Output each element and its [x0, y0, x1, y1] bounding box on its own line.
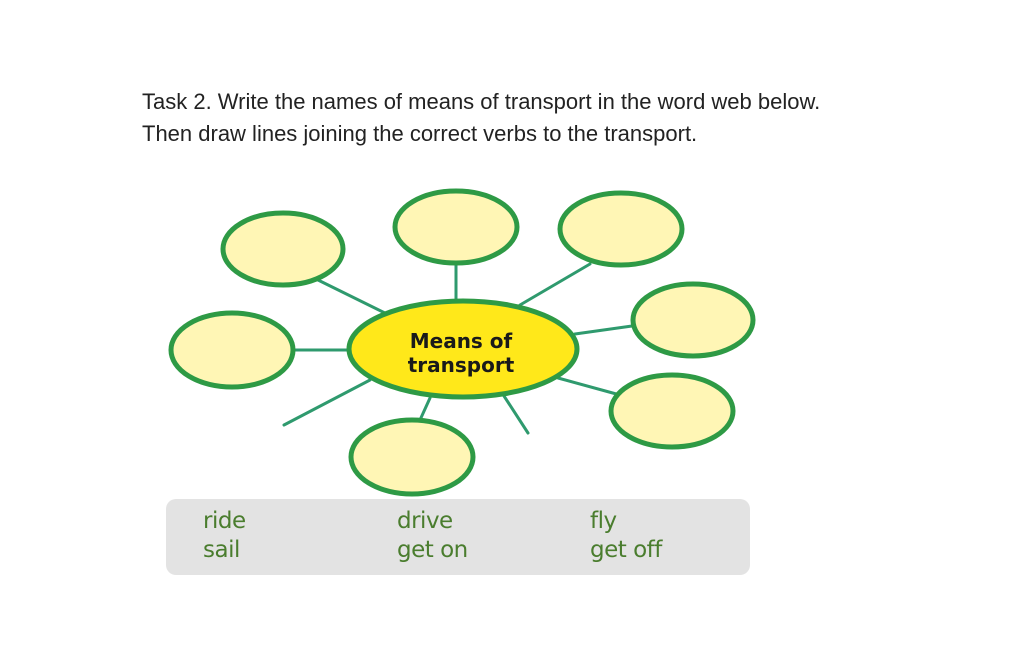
verb-column-1: ride sail	[203, 507, 246, 565]
verb-box: ride sail drive get on fly get off	[166, 499, 750, 575]
connector-lower-right	[556, 376, 622, 397]
task-line-2: Then draw lines joining the correct verb…	[142, 121, 698, 146]
answer-bubble-right	[630, 281, 756, 359]
answer-bubble-top-right	[557, 190, 685, 268]
answer-bubble-top-center	[392, 188, 520, 266]
center-bubble	[346, 298, 580, 400]
task-line-1: Task 2. Write the names of means of tran…	[142, 89, 821, 114]
verb-column-3: fly get off	[590, 507, 662, 565]
connector-blank-lower-right	[502, 394, 530, 435]
verb-ride: ride	[203, 508, 246, 534]
connector-blank-lower-left	[282, 378, 372, 427]
center-label-line-2: transport	[408, 353, 515, 377]
answer-bubble-top-left	[220, 210, 346, 288]
connector-right	[573, 324, 634, 336]
verb-column-2: drive get on	[397, 507, 468, 565]
task-instructions: Task 2. Write the names of means of tran…	[142, 86, 982, 150]
connector-top-right	[518, 262, 592, 307]
center-label-line-1: Means of	[410, 329, 513, 353]
answer-bubble-lower-right	[608, 372, 736, 450]
answer-bubble-bottom	[348, 417, 476, 497]
answer-bubble-left	[168, 310, 296, 390]
connector-bottom	[418, 396, 432, 422]
verb-sail: sail	[203, 537, 240, 563]
verb-drive: drive	[397, 508, 453, 534]
verb-get-on: get on	[397, 537, 468, 563]
connector-top-left	[316, 278, 397, 320]
answer-bubbles	[168, 188, 756, 497]
verb-get-off: get off	[590, 537, 662, 563]
connector-lines	[282, 260, 634, 435]
verb-fly: fly	[590, 508, 617, 534]
